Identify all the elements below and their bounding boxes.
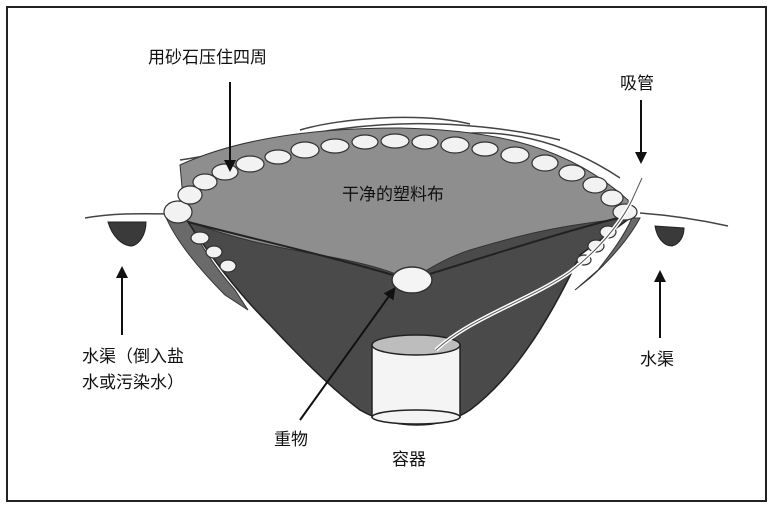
right-water-channel: [654, 225, 685, 247]
drinking-straw-outline: [435, 177, 643, 351]
left-channel-label-line2: 水或污染水）: [82, 373, 184, 393]
straw-label: 吸管: [620, 74, 654, 94]
right-channel-label: 水渠: [640, 350, 674, 370]
sheet-label: 干净的塑料布: [342, 185, 444, 205]
weight-rock: [391, 266, 433, 294]
rocks-label: 用砂石压住四周: [148, 48, 267, 68]
annotation-arrows: [116, 82, 666, 421]
pit: [186, 217, 633, 426]
left-water-channel: [107, 221, 147, 247]
right-soil-bank: [574, 217, 641, 291]
container-label: 容器: [392, 450, 426, 470]
rim-rocks: [163, 133, 638, 273]
weight-label: 重物: [274, 430, 308, 450]
diagram-frame: [6, 6, 767, 502]
container: [371, 334, 461, 425]
left-channel-label-line1: 水渠（倒入盐: [82, 347, 184, 367]
weight-arrow: [299, 287, 396, 421]
